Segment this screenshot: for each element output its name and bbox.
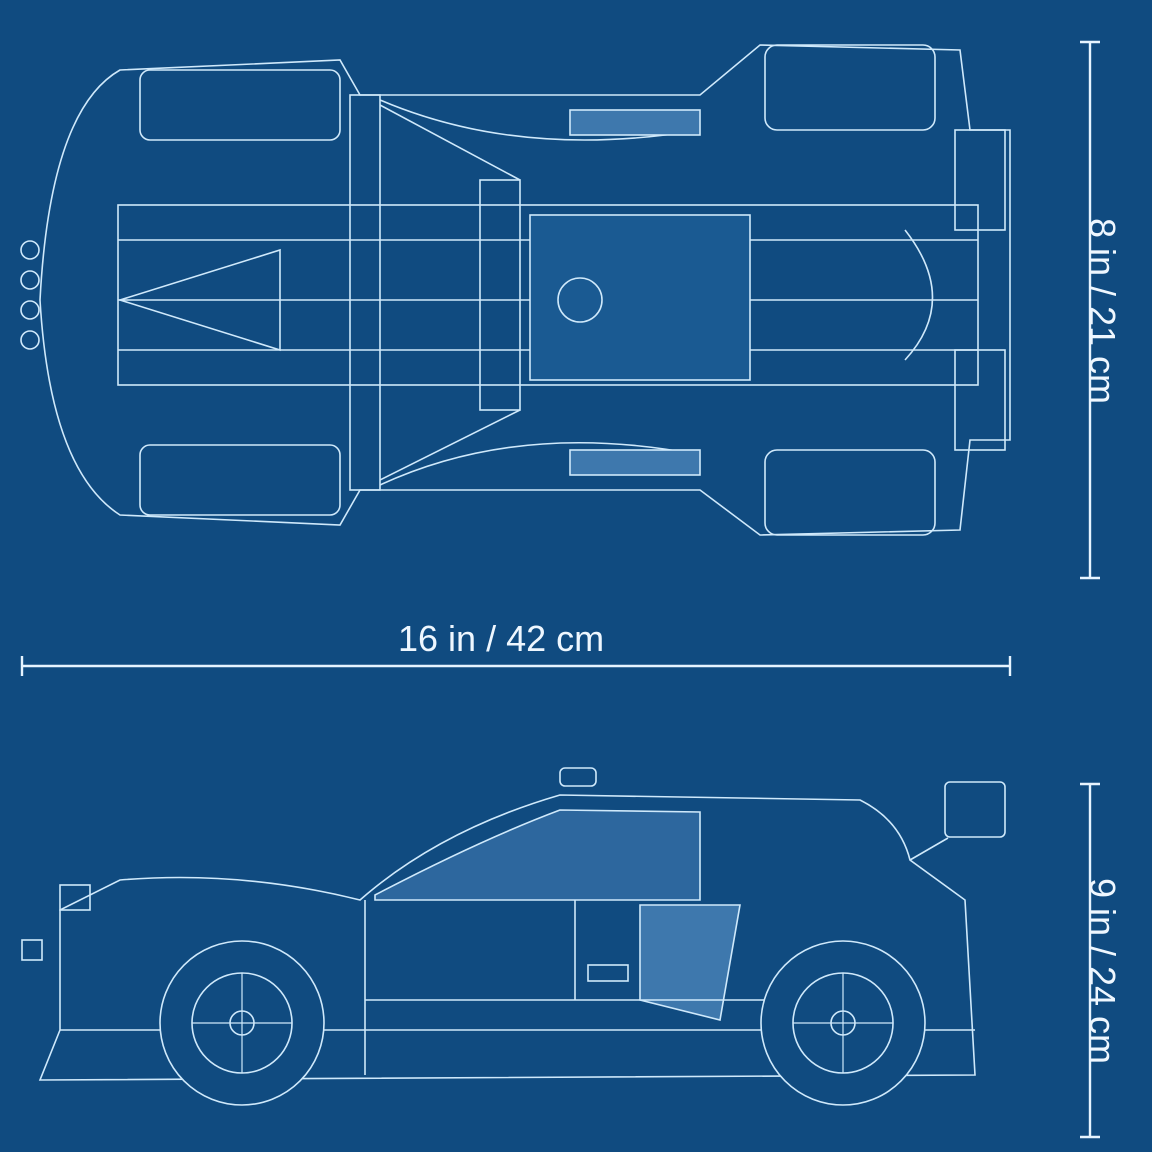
dimension-lines	[20, 40, 1100, 1139]
height-dimension-label: 9 in / 24 cm	[1082, 877, 1123, 1065]
length-dimension-label: 16 in / 42 cm	[398, 618, 605, 659]
width-dimension-label: 8 in / 21 cm	[1082, 217, 1123, 405]
side-view	[21, 767, 1006, 1106]
top-view	[20, 44, 1011, 536]
